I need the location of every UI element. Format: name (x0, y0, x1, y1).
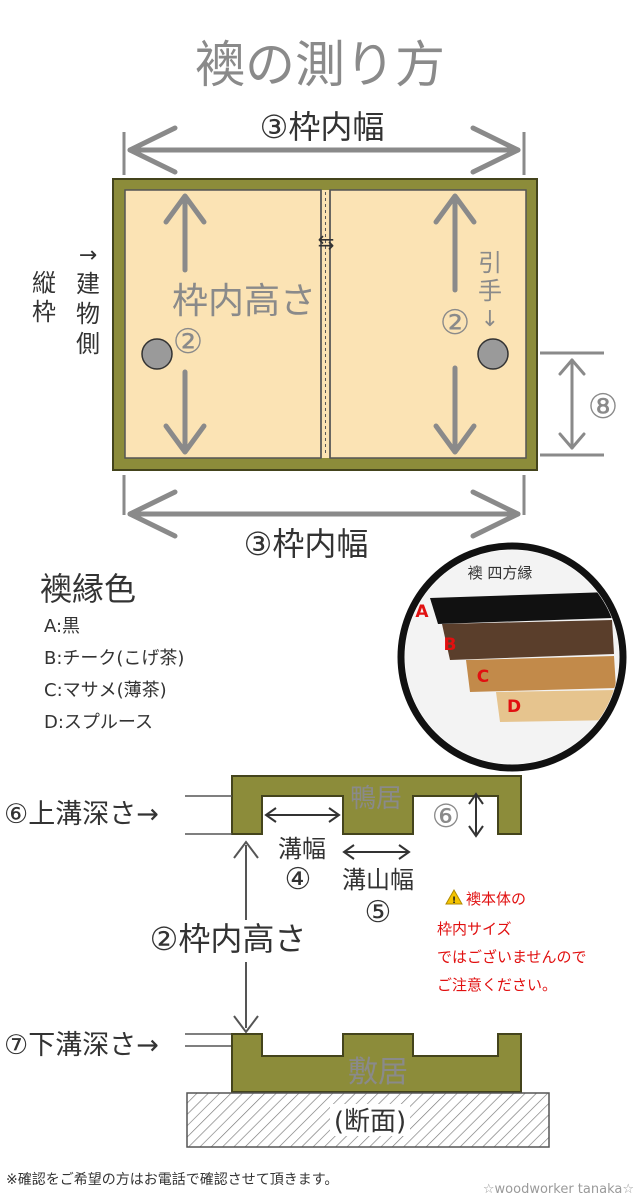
warning-icon: ! (445, 888, 463, 906)
slide-arrow: ⇆ (318, 230, 335, 254)
upper-rail-label: 鴨居 (350, 784, 402, 814)
building-side-char-1: 建 (76, 270, 100, 298)
right-height-arrow (433, 193, 477, 455)
ridge-width-num: ⑤ (365, 895, 392, 930)
left-height-arrow (163, 193, 207, 455)
groove-width-label: 溝幅 (278, 835, 326, 863)
lower-groove-depth-label: ⑦下溝深さ→ (4, 1030, 159, 1061)
lower-rail (231, 1033, 522, 1093)
bottom-width-label: ③枠内幅 (244, 525, 369, 563)
edge-color-item-c: C:マサメ(薄茶) (44, 680, 167, 701)
height-label-num-left: ② (173, 322, 203, 362)
photo-caption: 襖 四方縁 (468, 564, 533, 582)
frame-thickness-dimension (540, 351, 604, 457)
warning-line-4: ご注意ください。 (437, 976, 557, 994)
height-label: 枠内高さ (172, 281, 316, 322)
groove-width-num: ④ (285, 862, 312, 897)
side-frame-label-1: 縦 (32, 269, 56, 297)
lower-rail-label: 敷居 (348, 1055, 408, 1090)
right-panel (329, 189, 527, 459)
building-side-char-2: 物 (76, 300, 100, 328)
top-width-dimension: ③枠内幅 (122, 106, 526, 175)
handle-label-arrow: ↓ (481, 307, 499, 332)
warning-line-2: 枠内サイズ (437, 920, 512, 938)
photo-letter-b: B (444, 635, 457, 655)
handle-label-1: 引 (478, 249, 502, 277)
inner-height-label: ②枠内高さ (150, 920, 307, 958)
warning-line-1: 襖本体の (466, 890, 526, 908)
page-title: 襖の測り方 (195, 36, 445, 94)
top-width-label: ③枠内幅 (260, 108, 385, 146)
warning-line-3: ではございませんので (437, 948, 587, 966)
upper-rail-num: ⑥ (432, 797, 461, 835)
left-panel (124, 189, 322, 459)
left-handle (141, 338, 173, 370)
ridge-width-label: 溝山幅 (342, 866, 414, 894)
credit: ☆woodworker tanaka☆ (483, 1182, 634, 1197)
edge-color-heading: 襖縁色 (40, 570, 136, 608)
edge-color-item-b: B:チーク(こげ茶) (44, 648, 184, 669)
bottom-width-dimension (122, 475, 526, 539)
right-handle (477, 338, 509, 370)
cross-section-label: (断面) (334, 1107, 406, 1137)
building-side-char-3: 側 (76, 330, 100, 358)
photo-letter-d: D (507, 697, 521, 717)
edge-color-item-a: A:黒 (44, 616, 80, 637)
footer-note: ※確認をご希望の方はお電話で確認させて頂きます。 (6, 1171, 338, 1188)
upper-rail (231, 775, 522, 835)
upper-groove-depth-label: ⑥上溝深さ→ (4, 799, 159, 830)
edge-sample-photo (397, 542, 627, 772)
handle-label-2: 手 (478, 277, 502, 305)
height-label-num-right: ② (440, 303, 470, 343)
frame-thickness-label: ⑧ (588, 387, 618, 427)
building-side-arrow: → (79, 243, 97, 268)
svg-text:!: ! (452, 896, 456, 906)
edge-color-item-d: D:スプルース (44, 712, 153, 733)
photo-letter-a: A (415, 602, 429, 622)
photo-letter-c: C (477, 667, 489, 687)
side-frame-label-2: 枠 (32, 298, 56, 326)
